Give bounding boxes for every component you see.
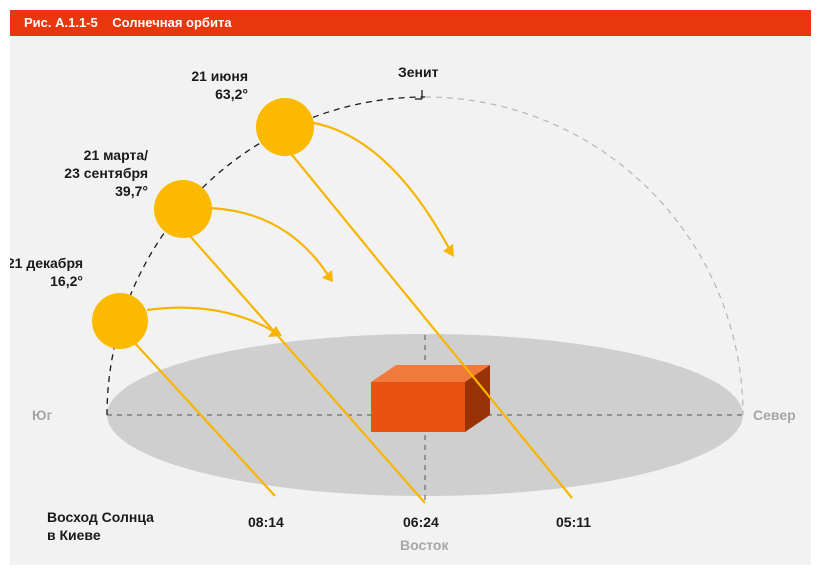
sun-june [256,98,314,156]
arrow-june [443,244,454,257]
sun-equinox-angle: 39,7° [115,183,148,199]
sun-equinox-date2: 23 сентября [64,165,148,181]
north-label: Север [753,407,796,423]
zenith-label: Зенит [398,64,439,80]
ray-december-sunrise [132,340,276,497]
south-label: Юг [32,407,52,423]
sunrise-time-june: 05:11 [556,514,591,530]
sunrise-label-line1: Восход Солнца [47,509,154,525]
sunrise-time-equinox: 06:24 [403,514,439,530]
figure-header: Рис. А.1.1-5 Солнечная орбита [10,10,811,36]
east-label: Восток [400,537,449,553]
ray-june-noon [308,120,451,251]
arrow-december [268,326,282,337]
sun-june-date: 21 июня [191,68,248,84]
ray-june-sunrise [287,149,573,499]
sun-equinox [154,180,212,238]
sunrise-label-line2: в Киеве [47,527,101,543]
ray-equinox-noon [205,206,329,276]
ray-equinox-sunrise [182,227,426,504]
sun-december [92,293,148,349]
sun-path-diagram: Зенит 21 июня 63,2° 21 марта/ 23 сентябр… [10,64,796,553]
sunrise-time-december: 08:14 [248,514,284,530]
sun-december-date: 21 декабря [10,255,83,271]
sun-december-angle: 16,2° [50,273,83,289]
sun-june-angle: 63,2° [215,86,248,102]
sun-equinox-date: 21 марта/ [84,147,148,163]
ray-december-noon [146,306,276,333]
building-block [371,365,490,432]
figure-title: Рис. А.1.1-5 Солнечная орбита [24,15,232,30]
figure-panel: Рис. А.1.1-5 Солнечная орбита [10,10,811,565]
arrow-equinox [322,270,333,282]
